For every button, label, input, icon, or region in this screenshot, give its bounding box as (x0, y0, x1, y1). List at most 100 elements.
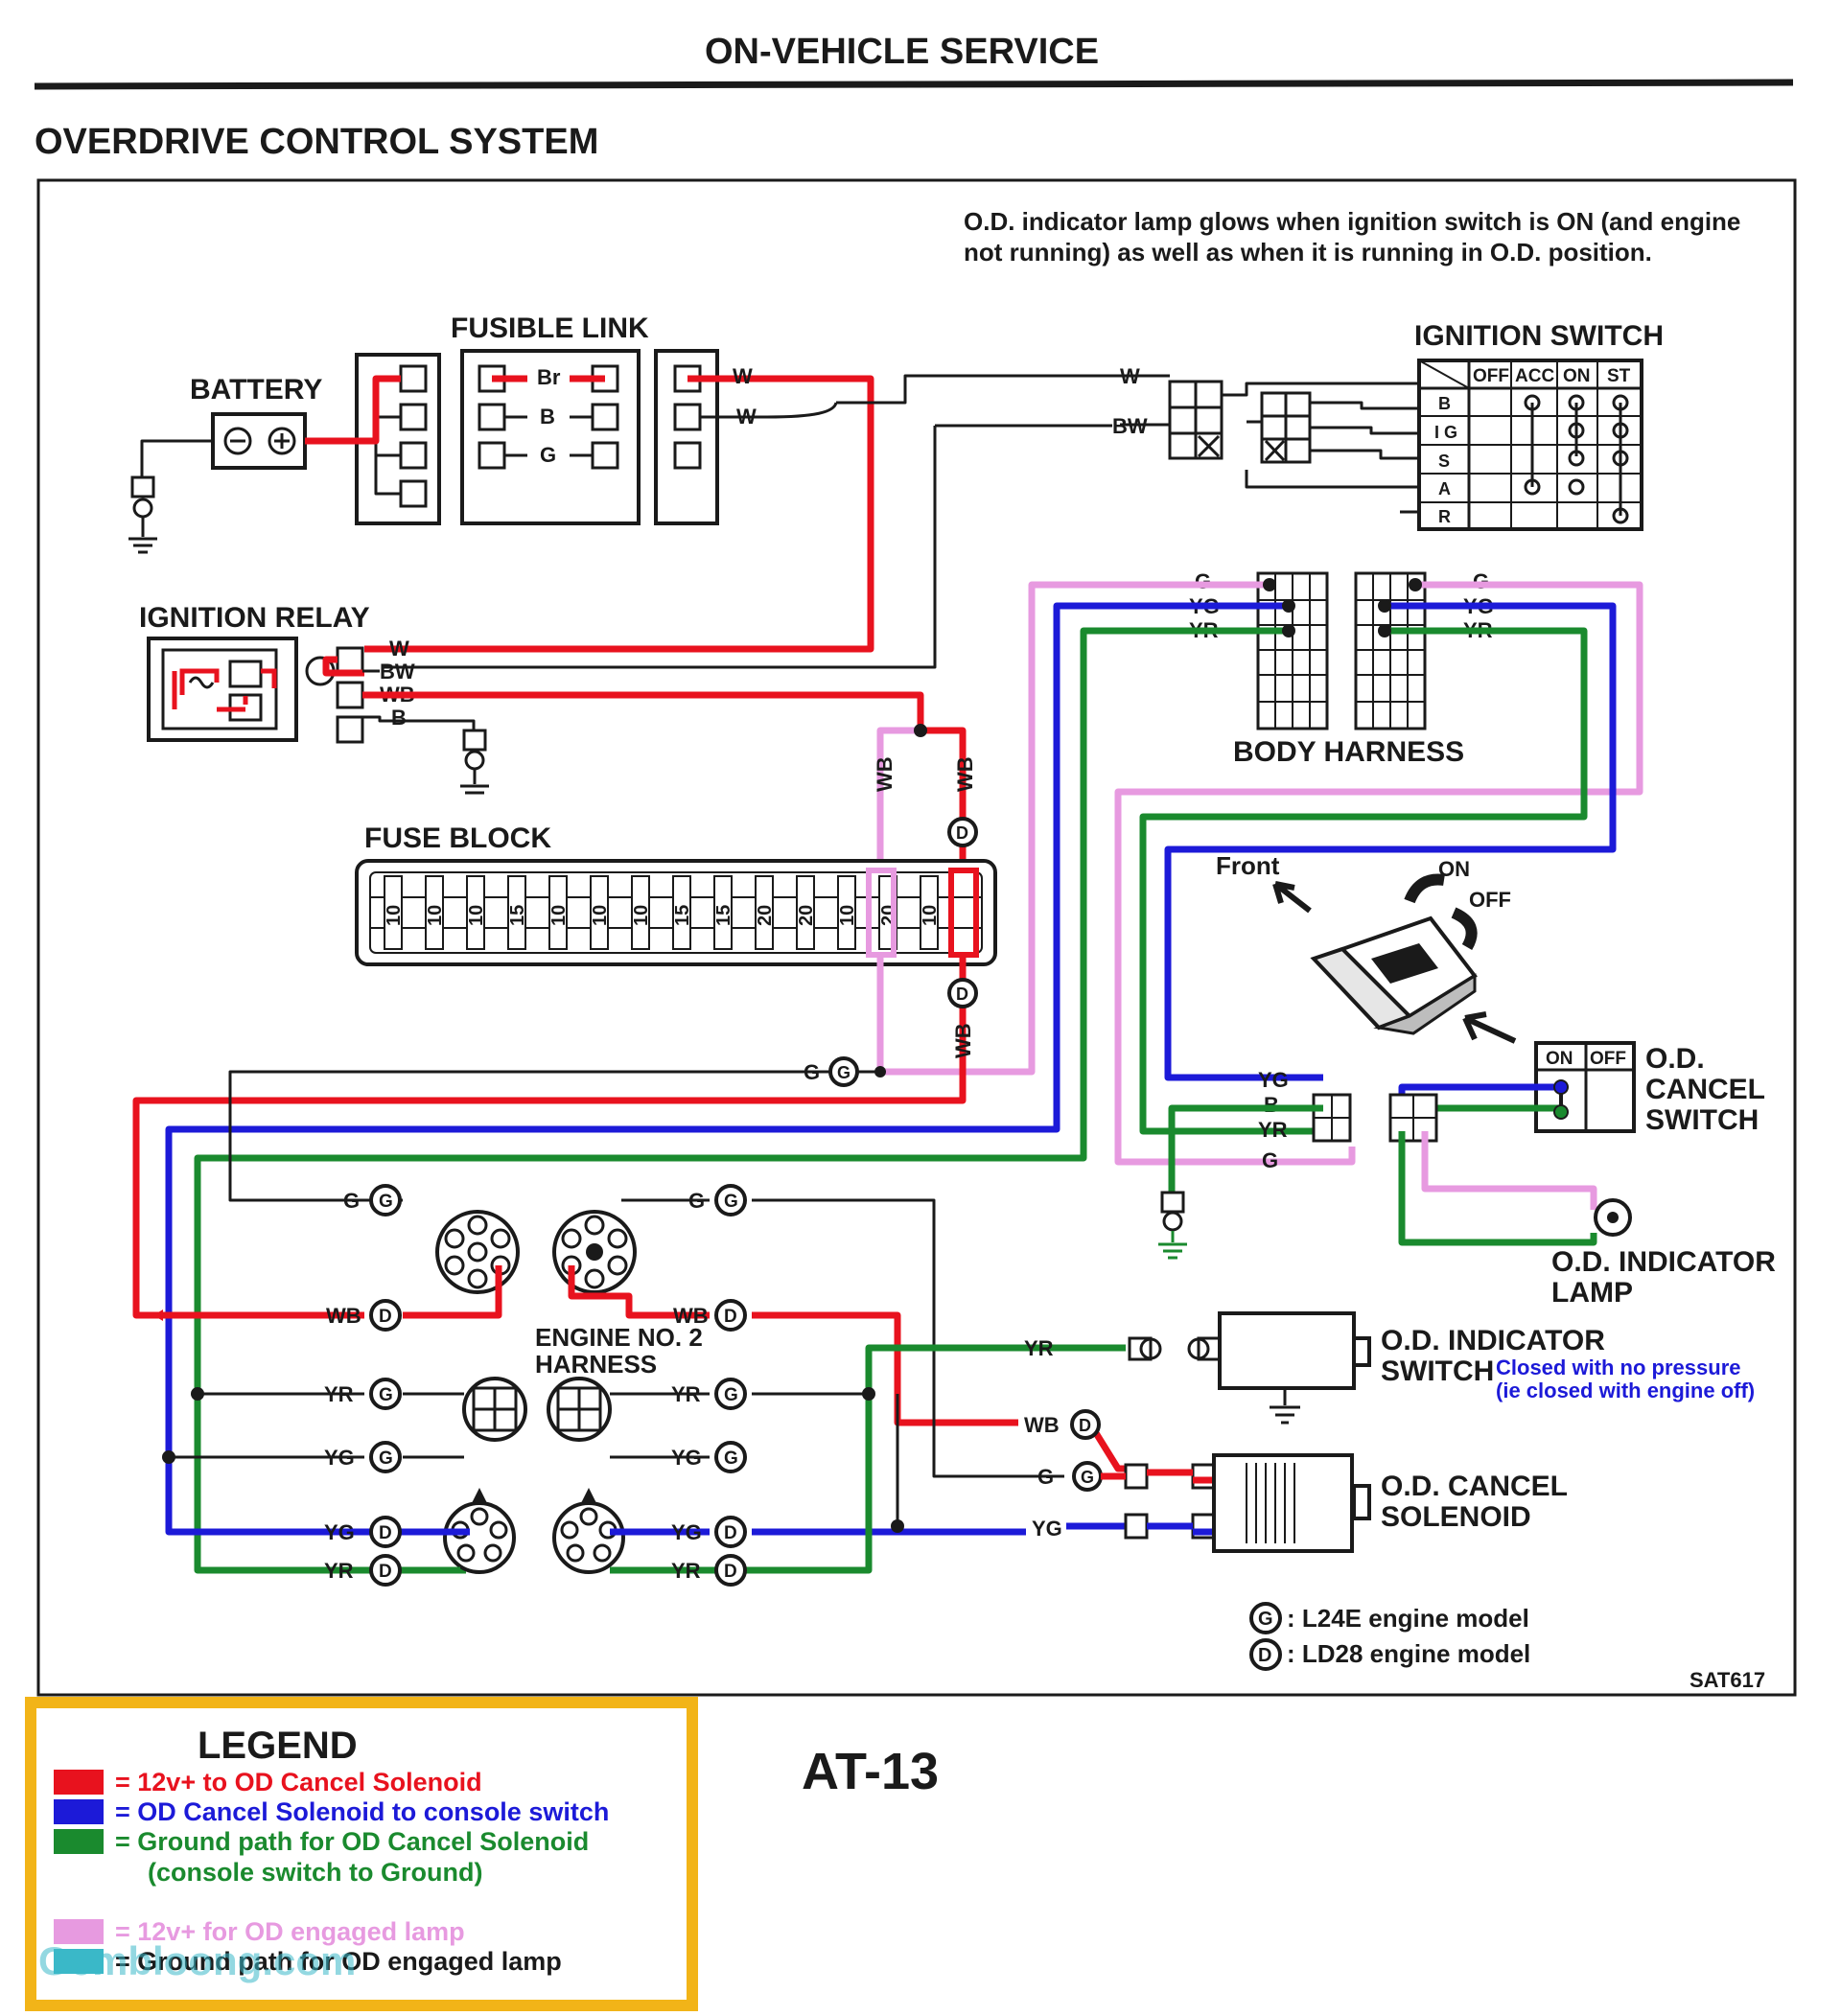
note-line-1: O.D. indicator lamp glows when ignition … (964, 207, 1740, 236)
off-label: OFF (1469, 888, 1511, 912)
ignition-switch-plug (1260, 391, 1312, 464)
engine-connector-square-1 (462, 1377, 527, 1442)
fuse-rating-12: 10 (837, 905, 858, 926)
od-cancel-switch-label-1: O.D. (1645, 1043, 1705, 1075)
engine-wire-label-11: YR (324, 1559, 354, 1583)
csw-wire-yr: YR (1258, 1118, 1288, 1142)
fuse-rating-10: 20 (755, 905, 776, 926)
fuse-rating-5: 10 (548, 905, 570, 926)
engine-marker-symbol-2: G (724, 1192, 738, 1212)
d-marker-fuse-top (947, 817, 978, 847)
engine-marker-symbol-10: D (724, 1523, 737, 1543)
wire-label-w-ign: W (1120, 364, 1140, 388)
od-indicator-lamp-label-2: LAMP (1551, 1277, 1633, 1309)
engine-connector-round-2 (552, 1210, 637, 1294)
g-marker-top (828, 1056, 859, 1087)
ignition-relay (147, 637, 298, 742)
engine-harness-label-2: HARNESS (535, 1350, 657, 1379)
engine-wire-label-9: YG (324, 1520, 355, 1544)
red-wb-to-solenoid (752, 1311, 1018, 1426)
engine-marker-symbol-1: G (379, 1192, 393, 1212)
od-cancel-switch-label-2: CANCEL (1645, 1074, 1765, 1105)
engine-marker-symbol-7: G (379, 1448, 393, 1469)
cancel-ground-icon (1158, 1191, 1187, 1260)
rotate-off-icon (1451, 907, 1478, 951)
g-marker-sol-g-text: G (1081, 1468, 1094, 1487)
fuse-1 (384, 875, 403, 950)
rotate-on-icon (1404, 873, 1445, 904)
fusible-link-label: FUSIBLE LINK (451, 313, 649, 344)
fuse-6 (590, 875, 609, 950)
battery-label: BATTERY (190, 374, 322, 406)
engine-marker-symbol-9: D (379, 1523, 392, 1543)
fusible-link-g: G (540, 443, 556, 467)
page-title: OVERDRIVE CONTROL SYSTEM (35, 122, 598, 162)
model-key-g-text: : L24E engine model (1287, 1604, 1529, 1633)
d-marker-fuse-bottom (947, 978, 978, 1008)
cancel-switch-connector-right (1388, 1093, 1438, 1143)
body-harness-label: BODY HARNESS (1233, 736, 1464, 768)
ign-col-st: ST (1607, 366, 1631, 386)
engine-wire-label-2: G (688, 1189, 705, 1213)
ignition-switch-label: IGNITION SWITCH (1414, 320, 1664, 352)
od-cancel-solenoid-label-1: O.D. CANCEL (1381, 1471, 1568, 1502)
legend-swatch-red (54, 1770, 104, 1795)
pink-lamp-switch (1421, 1131, 1597, 1210)
engine-marker-6 (714, 1378, 747, 1410)
sol-wire-wb: WB (1024, 1413, 1060, 1437)
engine-harness-label-1: ENGINE NO. 2 (535, 1323, 703, 1352)
relay-ground-icon (460, 729, 489, 795)
od-cancel-switch-label-3: SWITCH (1645, 1104, 1759, 1136)
legend-item-green-sub: (console switch to Ground) (148, 1858, 483, 1887)
fuse-9 (713, 875, 733, 950)
model-key-d-text: : LD28 engine model (1287, 1639, 1530, 1668)
fuse-rating-3: 10 (466, 905, 487, 926)
cancel-col-off: OFF (1590, 1049, 1626, 1069)
ign-row-ig: I G (1434, 423, 1457, 442)
od-cancel-solenoid (1212, 1453, 1371, 1553)
fuse-rating-7: 10 (631, 905, 652, 926)
legend-title: LEGEND (198, 1725, 358, 1767)
d-marker-sol-wb (1070, 1409, 1101, 1440)
g-marker-top-text: G (837, 1063, 851, 1082)
section-title: ON-VEHICLE SERVICE (705, 32, 1099, 72)
sol-wire-g: G (1037, 1465, 1054, 1489)
engine-marker-10 (714, 1516, 747, 1548)
diagram-frame (36, 178, 1797, 1697)
cancel-col-on: ON (1546, 1049, 1573, 1069)
note-line-2: not running) as well as when it is runni… (964, 238, 1652, 266)
battery-ground-icon (128, 475, 157, 554)
d-marker-fuse-bottom-text: D (956, 985, 968, 1004)
g-wire-top (228, 1070, 880, 1202)
model-key-g-symbol: G (1258, 1609, 1273, 1630)
ind-switch-wire-yr: YR (1024, 1336, 1054, 1360)
engine-marker-symbol-12: D (724, 1562, 737, 1582)
fuse-rating-14: 10 (920, 905, 941, 926)
d-marker-fuse-top-text: D (956, 823, 968, 843)
ignition-switch-table (1417, 359, 1643, 531)
ign-row-s: S (1438, 452, 1450, 471)
wire-label-bw-ign: BW (1112, 414, 1148, 438)
fuse-rating-9: 15 (713, 905, 734, 926)
model-key-d-icon (1249, 1638, 1282, 1671)
od-cancel-solenoid-label-2: SOLENOID (1381, 1501, 1531, 1533)
ignition-relay-label: IGNITION RELAY (139, 602, 370, 634)
engine-marker-5 (369, 1378, 402, 1410)
d-marker-sol-wb-text: D (1079, 1416, 1091, 1435)
ignition-switch-feed (384, 374, 1120, 669)
sol-wire-yg: YG (1032, 1517, 1062, 1541)
od-indicator-switch-connector (1128, 1336, 1222, 1361)
od-indicator-lamp-label-1: O.D. INDICATOR (1551, 1246, 1776, 1278)
engine-marker-symbol-3: D (379, 1307, 392, 1327)
engine-marker-9 (369, 1516, 402, 1548)
battery-ground-wire (140, 439, 213, 479)
od-indicator-switch (1218, 1311, 1371, 1425)
fuse-wb-label-2: WB (953, 756, 977, 792)
fuse-rating-6: 10 (590, 905, 611, 926)
legend-swatch-green (54, 1829, 104, 1854)
engine-connector-square-2 (547, 1377, 612, 1442)
fuse-rating-4: 15 (507, 905, 528, 926)
engine-wire-label-5: YR (324, 1382, 354, 1406)
fuse-14 (920, 875, 939, 950)
fuse-8 (672, 875, 691, 950)
